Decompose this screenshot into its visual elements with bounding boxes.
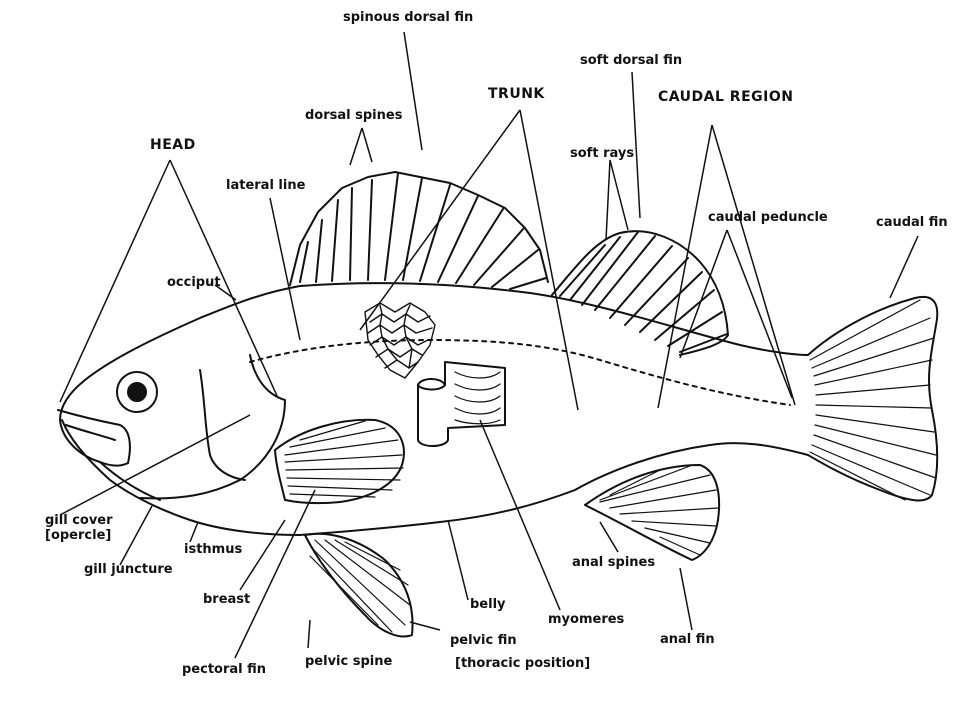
caudal-fin-rays xyxy=(809,299,937,501)
label-caudal-region: CAUDAL REGION xyxy=(658,89,794,105)
label-trunk: TRUNK xyxy=(488,86,545,102)
label-gill-juncture: gill juncture xyxy=(84,562,173,577)
label-soft-dorsal-fin: soft dorsal fin xyxy=(580,53,683,68)
label-dorsal-spines: dorsal spines xyxy=(305,108,403,123)
label-head: HEAD xyxy=(150,137,196,153)
lateral-line xyxy=(249,339,791,406)
label-anal-fin: anal fin xyxy=(660,632,715,647)
label-spinous-dorsal-fin: spinous dorsal fin xyxy=(343,10,474,25)
leader-lines xyxy=(59,31,919,659)
myomeres-cutaway xyxy=(417,361,506,447)
label-lateral-line: lateral line xyxy=(226,178,306,193)
label-pectoral-fin: pectoral fin xyxy=(182,662,267,677)
label-breast: breast xyxy=(203,592,251,607)
pectoral-fin xyxy=(274,418,405,505)
label-anal-spines: anal spines xyxy=(572,555,656,570)
label-soft-rays: soft rays xyxy=(570,146,635,161)
label-opercle: [opercle] xyxy=(45,528,112,543)
label-thoracic-position: [thoracic position] xyxy=(455,656,591,671)
label-gill-cover: gill cover xyxy=(45,513,113,528)
anal-fin xyxy=(584,464,721,561)
scale-patch xyxy=(364,302,436,379)
label-belly: belly xyxy=(470,597,506,612)
body-outline xyxy=(84,282,809,381)
label-myomeres: myomeres xyxy=(548,612,625,627)
label-occiput: occiput xyxy=(167,275,221,290)
label-isthmus: isthmus xyxy=(184,542,243,557)
label-pelvic-spine: pelvic spine xyxy=(305,654,393,669)
label-pelvic-fin: pelvic fin xyxy=(450,633,517,648)
spinous-dorsal-fin xyxy=(289,171,549,290)
label-caudal-fin: caudal fin xyxy=(876,215,948,230)
pelvic-fin xyxy=(304,532,414,638)
soft-dorsal-fin xyxy=(551,230,729,356)
label-caudal-peduncle: caudal peduncle xyxy=(708,210,828,225)
